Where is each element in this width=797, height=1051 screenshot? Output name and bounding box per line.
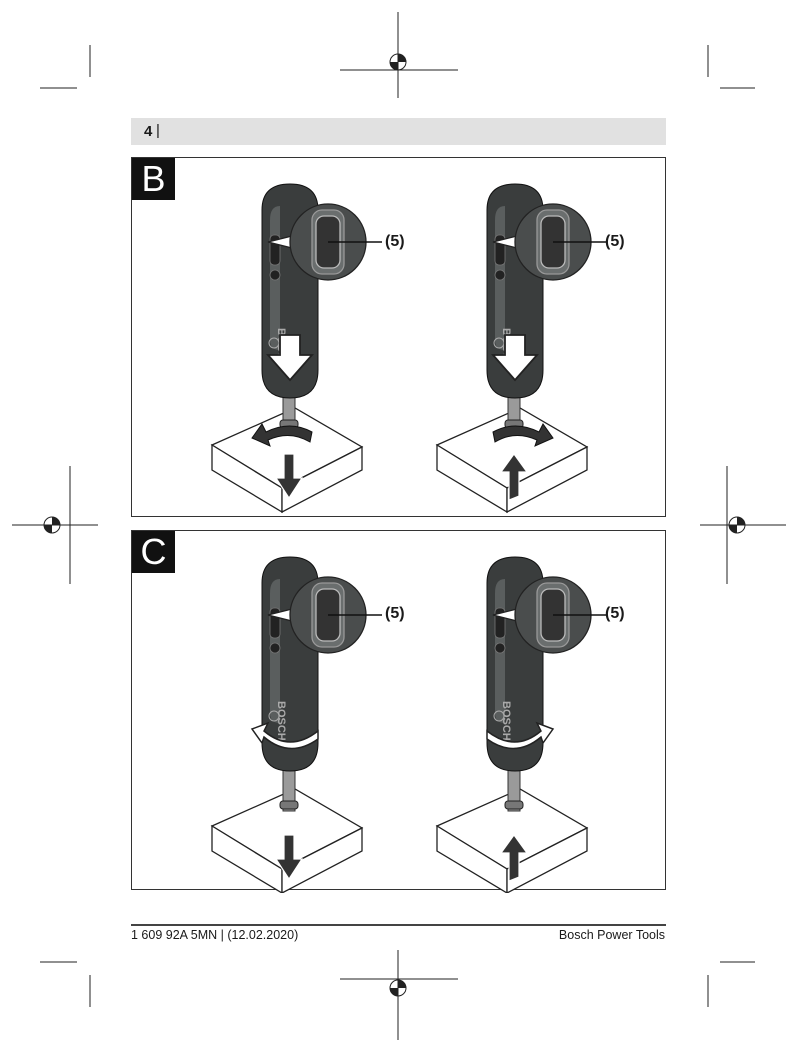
svg-text:BOSCH: BOSCH bbox=[275, 701, 287, 741]
clockwise-rotation-arrow-icon bbox=[486, 721, 555, 750]
press-down-arrow-icon bbox=[491, 334, 539, 382]
switch-magnifier bbox=[492, 203, 607, 281]
footer-divider bbox=[131, 924, 666, 926]
press-down-arrow-icon bbox=[266, 334, 314, 382]
workpiece bbox=[210, 788, 364, 893]
page-header: 4 | bbox=[131, 118, 666, 145]
move-up-arrow-icon bbox=[499, 452, 529, 501]
counterclockwise-rotation-arrow-icon bbox=[251, 423, 313, 447]
switch-magnifier bbox=[492, 576, 607, 654]
svg-text:BOSCH: BOSCH bbox=[500, 701, 512, 741]
illustration-b-right: BOSCH bbox=[435, 183, 607, 514]
document-number-date: 1 609 92A 5MN | (12.02.2020) bbox=[131, 928, 299, 942]
workpiece bbox=[210, 407, 364, 514]
panel-letter-b: B bbox=[132, 158, 175, 200]
counterclockwise-rotation-arrow-icon bbox=[250, 721, 319, 750]
callout-label-5: (5) bbox=[385, 605, 405, 622]
page-number: 4 bbox=[144, 123, 153, 140]
switch-magnifier bbox=[267, 203, 382, 281]
page-number-separator: | bbox=[156, 122, 160, 139]
workpiece bbox=[435, 788, 589, 893]
publisher-name: Bosch Power Tools bbox=[558, 928, 665, 942]
move-up-arrow-icon bbox=[499, 833, 529, 882]
callout-label-5: (5) bbox=[385, 233, 405, 250]
move-down-arrow-icon bbox=[274, 834, 304, 881]
illustration-b-left: BOSCH bbox=[210, 183, 382, 514]
callout-label-5: (5) bbox=[605, 233, 625, 250]
clockwise-rotation-arrow-icon bbox=[492, 423, 554, 447]
panel-letter-c: C bbox=[132, 531, 175, 573]
move-down-arrow-icon bbox=[274, 453, 304, 500]
illustration-c-right: BOSCH bbox=[435, 556, 607, 893]
switch-magnifier bbox=[267, 576, 382, 654]
callout-label-5: (5) bbox=[605, 605, 625, 622]
illustration-c-left: BOSCH bbox=[210, 556, 382, 893]
workpiece bbox=[435, 407, 589, 514]
